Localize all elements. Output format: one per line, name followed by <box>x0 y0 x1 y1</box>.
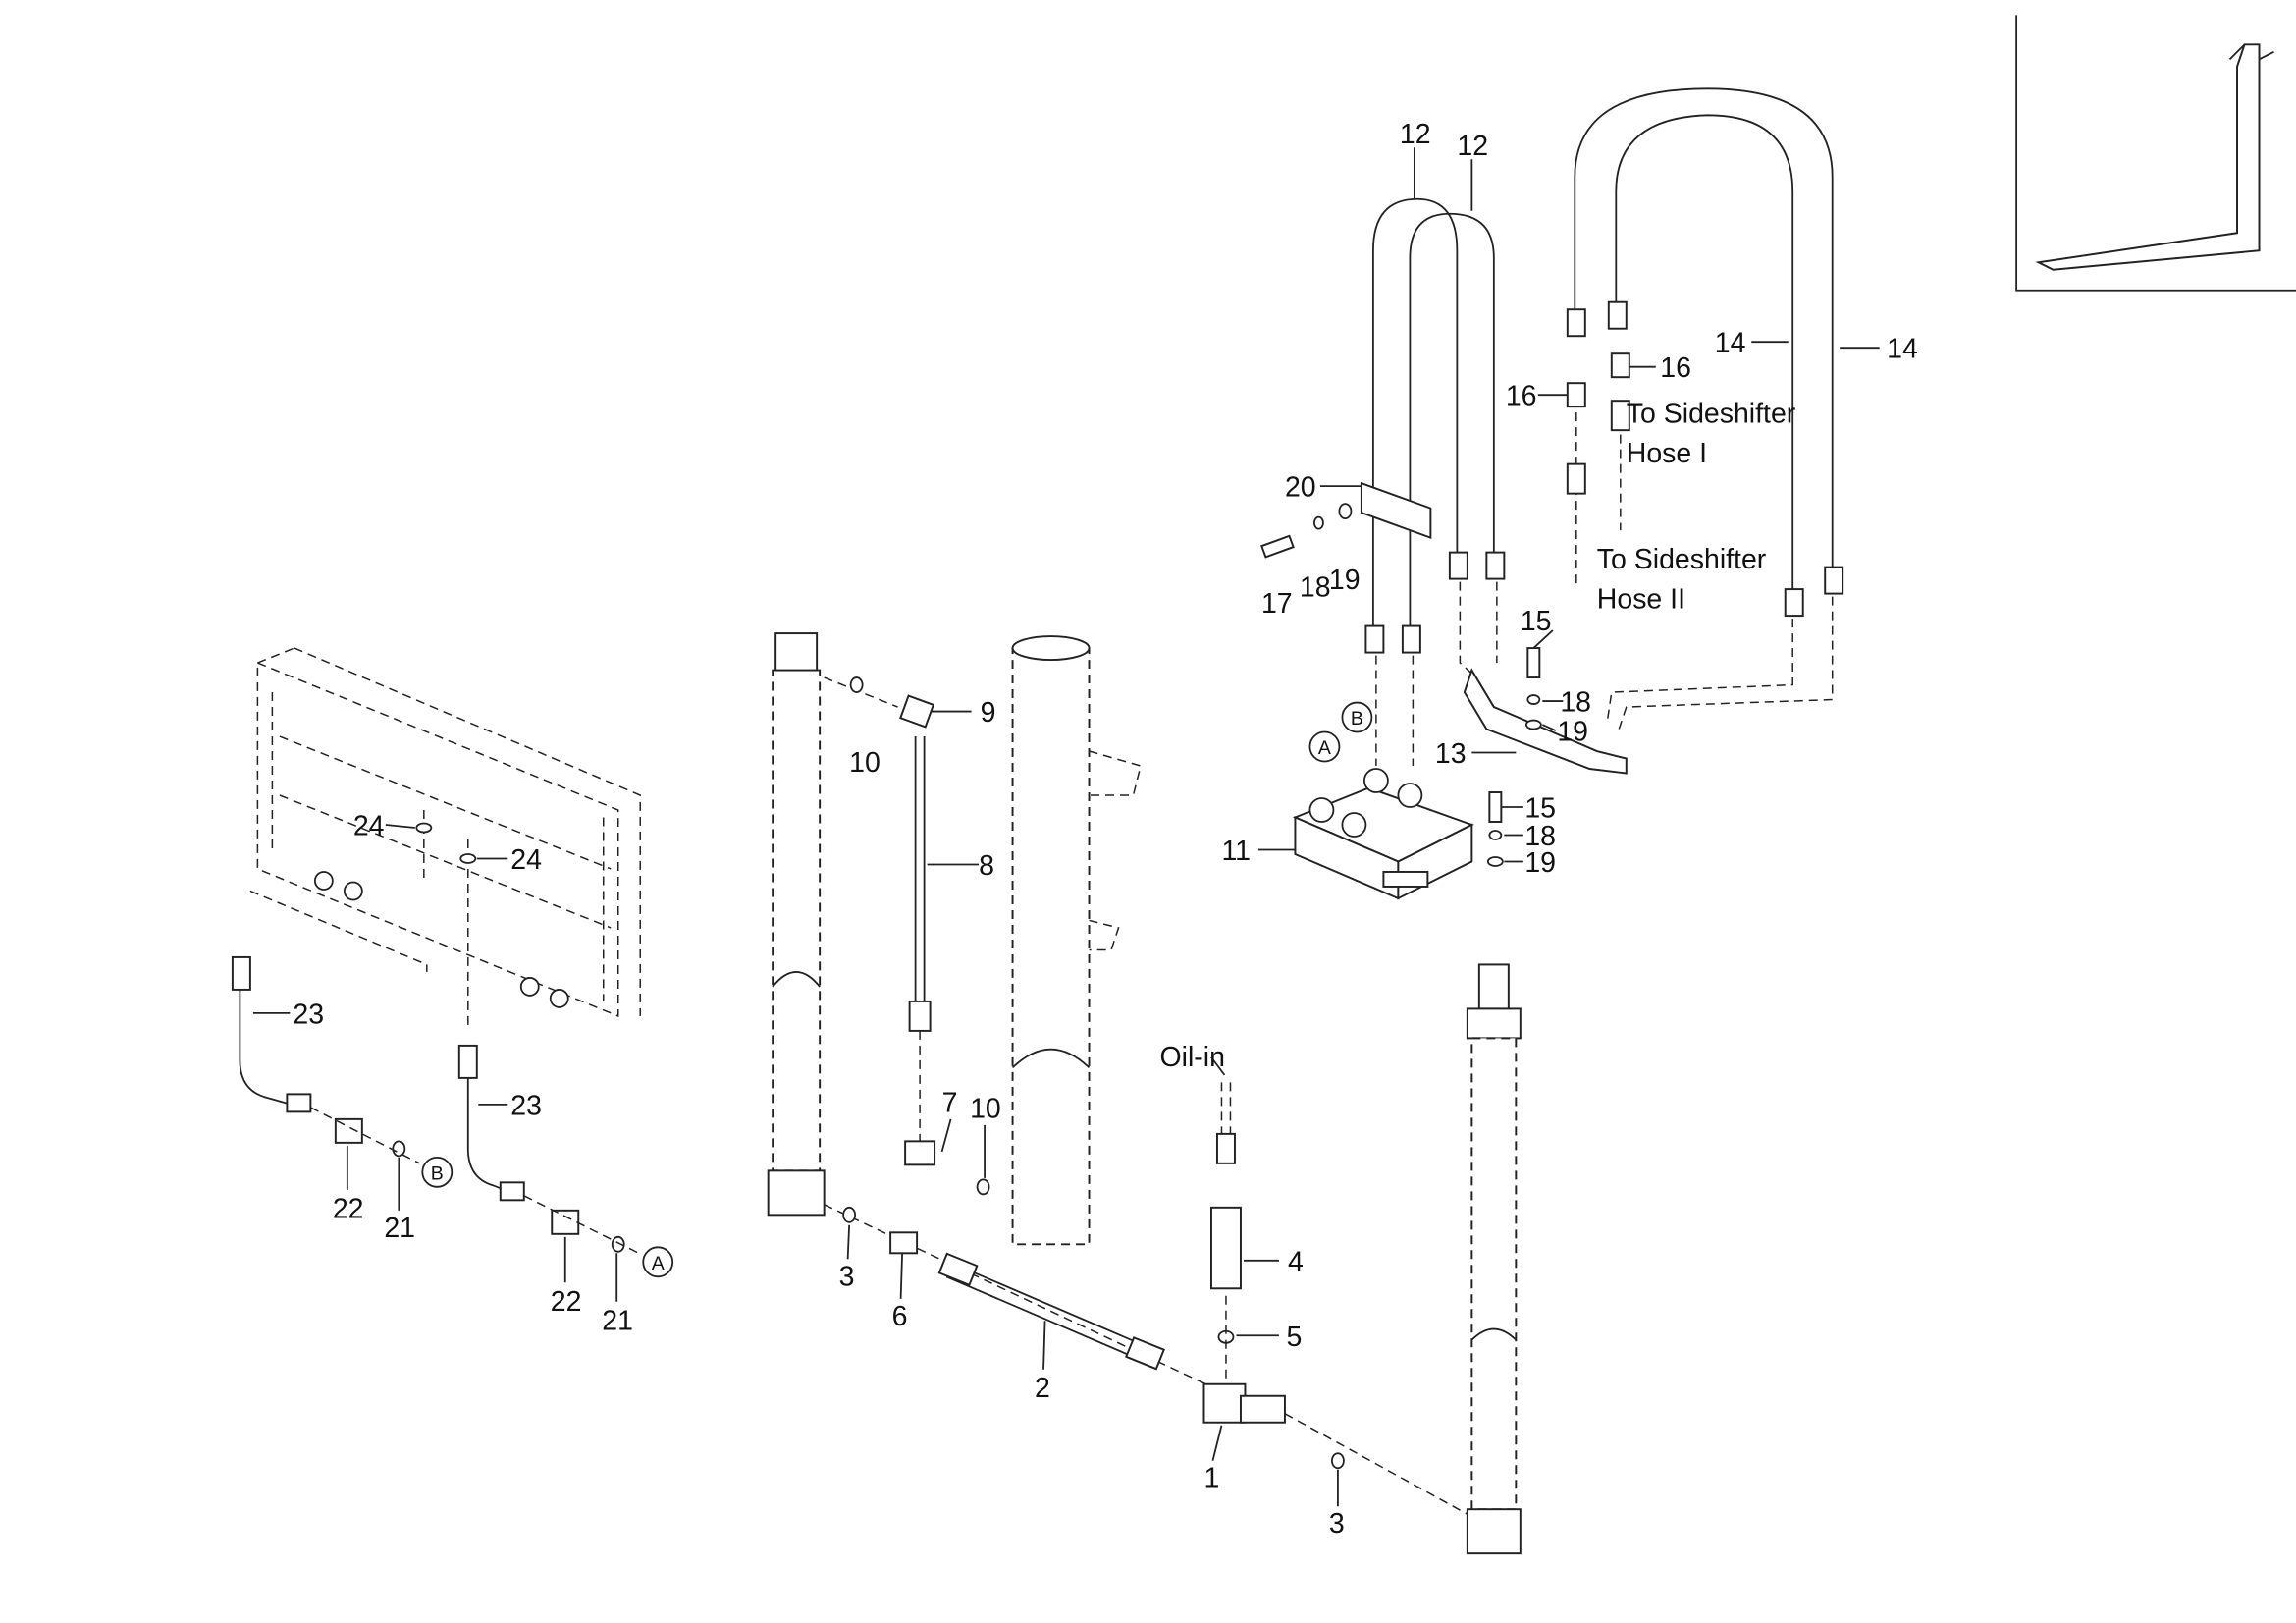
callout-24: 24 <box>353 810 385 841</box>
callout-16: 16 <box>1506 381 1537 412</box>
callout-10: 10 <box>970 1093 1001 1124</box>
callout-8: 8 <box>979 850 994 882</box>
note-oil-in: Oil-in <box>1159 1042 1224 1073</box>
note-hose-1: Hose I <box>1627 438 1707 469</box>
callout-19: 19 <box>1557 717 1588 748</box>
connection-markers: A B B A <box>431 708 1363 1274</box>
note-hose-2: Hose II <box>1597 584 1685 616</box>
o-ring-24a <box>415 822 433 834</box>
note-hose-1: To Sideshifter <box>1627 399 1795 430</box>
manifold-13 <box>1463 647 1628 775</box>
callout-19: 19 <box>1329 565 1361 596</box>
marker-a: A <box>652 1253 665 1274</box>
hose-23-right <box>457 1044 674 1278</box>
callout-6: 6 <box>892 1301 908 1332</box>
carriage-frame <box>249 647 641 1031</box>
callout-7: 7 <box>942 1087 958 1118</box>
callout-23: 23 <box>293 999 324 1030</box>
callout-5: 5 <box>1286 1322 1302 1353</box>
lift-cylinder-right <box>1466 963 1522 1555</box>
callout-15: 15 <box>1524 792 1556 824</box>
callout-14: 14 <box>1715 328 1746 359</box>
callout-3: 3 <box>1329 1508 1345 1540</box>
note-hose-2: To Sideshifter <box>1597 544 1766 575</box>
lift-cylinder-left <box>767 632 1222 1392</box>
callout-2: 2 <box>1035 1373 1050 1404</box>
hose-23-left <box>231 955 454 1188</box>
marker-b: B <box>1351 708 1363 730</box>
valve-block-11 <box>1292 701 1504 900</box>
callout-24: 24 <box>510 844 542 876</box>
callout-labels: 12 12 14 14 16 16 20 17 18 19 15 18 19 1… <box>293 119 1917 1540</box>
callout-21: 21 <box>384 1213 415 1244</box>
callout-18: 18 <box>1560 687 1591 719</box>
notes: To Sideshifter Hose I To Sideshifter Hos… <box>1159 399 1795 1073</box>
callout-18: 18 <box>1524 821 1556 852</box>
callout-19: 19 <box>1524 847 1556 879</box>
callout-9: 9 <box>981 697 996 729</box>
hoses-12 <box>1364 197 1506 767</box>
hose-2 <box>842 1206 1165 1371</box>
callout-23: 23 <box>510 1090 542 1121</box>
callout-4: 4 <box>1288 1246 1304 1277</box>
callout-14: 14 <box>1887 334 1918 365</box>
bracket-20 <box>1260 481 1432 559</box>
hoses-14 <box>1566 87 1844 730</box>
callout-16: 16 <box>1660 352 1691 384</box>
callout-13: 13 <box>1435 738 1467 770</box>
callout-22: 22 <box>551 1286 582 1318</box>
callout-12: 12 <box>1457 131 1488 162</box>
marker-a: A <box>1318 737 1331 759</box>
callout-12: 12 <box>1400 119 1431 150</box>
callout-18: 18 <box>1300 572 1331 604</box>
callout-17: 17 <box>1261 588 1293 620</box>
fork-inset <box>2015 15 2296 292</box>
marker-b: B <box>431 1163 444 1184</box>
callout-3: 3 <box>839 1261 855 1292</box>
outer-cylinder <box>1011 635 1142 1246</box>
callout-11: 11 <box>1221 836 1251 867</box>
callout-22: 22 <box>333 1193 364 1224</box>
o-ring-24b <box>459 853 477 864</box>
callout-15: 15 <box>1521 606 1552 637</box>
leader-lines <box>252 147 1880 1507</box>
callout-1: 1 <box>1203 1463 1219 1494</box>
callout-21: 21 <box>602 1305 633 1336</box>
valve-4 <box>1202 1082 1472 1518</box>
callout-10: 10 <box>849 747 881 779</box>
hose-8 <box>899 694 990 1196</box>
callout-20: 20 <box>1285 472 1316 504</box>
